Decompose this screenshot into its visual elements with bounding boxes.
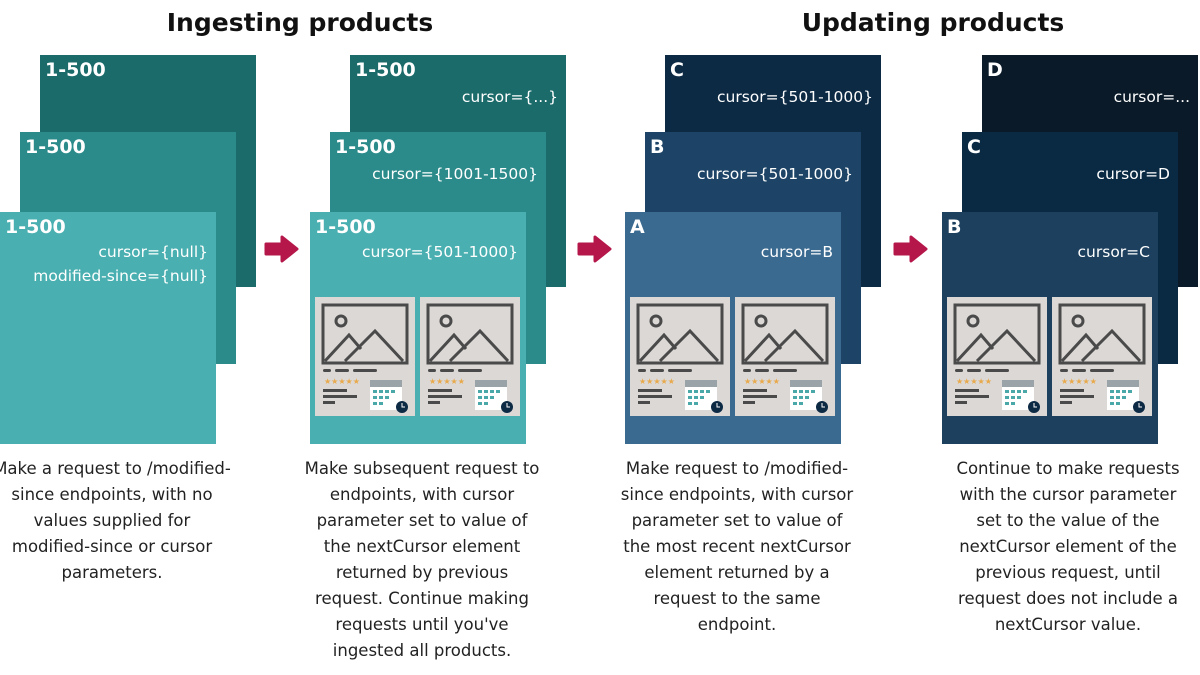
cursor-text: cursor=... bbox=[1113, 88, 1190, 106]
arrow-right-icon bbox=[264, 234, 300, 264]
title-ingesting: Ingesting products bbox=[166, 8, 434, 37]
page-card: 1-500 cursor={null}modified-since={null} bbox=[0, 212, 216, 444]
product-card-icon: ★★★★★ bbox=[735, 297, 835, 416]
svg-text:★★★★★: ★★★★★ bbox=[324, 377, 360, 386]
page-label: D bbox=[987, 59, 1003, 81]
page-label: B bbox=[650, 136, 665, 158]
svg-text:★★★★★: ★★★★★ bbox=[639, 377, 675, 386]
svg-text:★★★★★: ★★★★★ bbox=[956, 377, 992, 386]
page-label: C bbox=[670, 59, 684, 81]
step-caption: Continue to make requests with the curso… bbox=[956, 459, 1180, 634]
svg-text:★★★★★: ★★★★★ bbox=[744, 377, 780, 386]
page-label: 1-500 bbox=[45, 59, 106, 81]
page-card: 1-500 cursor={501-1000} ★★★★★ ★★★★★ bbox=[310, 212, 526, 444]
page-label: 1-500 bbox=[25, 136, 86, 158]
product-card-icon: ★★★★★ bbox=[1052, 297, 1152, 416]
page-label: A bbox=[630, 216, 645, 238]
cursor-text: cursor=C bbox=[1077, 243, 1150, 261]
cursor-text: cursor=D bbox=[1096, 165, 1170, 183]
cursor-text: cursor={null}modified-since={null} bbox=[33, 243, 208, 285]
arrow-right-icon bbox=[893, 234, 929, 264]
product-card-icon: ★★★★★ bbox=[420, 297, 520, 416]
page-label: 1-500 bbox=[5, 216, 66, 238]
arrow-right-icon bbox=[577, 234, 613, 264]
product-card-icon: ★★★★★ bbox=[630, 297, 730, 416]
step-caption: Make subsequent request to endpoints, wi… bbox=[304, 459, 540, 660]
page-label: 1-500 bbox=[355, 59, 416, 81]
title-updating: Updating products bbox=[801, 8, 1065, 37]
cursor-text: cursor={1001-1500} bbox=[372, 165, 538, 183]
page-label: C bbox=[967, 136, 981, 158]
page-label: 1-500 bbox=[335, 136, 396, 158]
step-caption: Make request to /modified-since endpoint… bbox=[620, 459, 854, 634]
product-card-icon: ★★★★★ bbox=[947, 297, 1047, 416]
svg-text:★★★★★: ★★★★★ bbox=[1061, 377, 1097, 386]
page-label: 1-500 bbox=[315, 216, 376, 238]
page-label: B bbox=[947, 216, 962, 238]
cursor-text: cursor={...} bbox=[461, 88, 558, 106]
cursor-text: cursor={501-1000} bbox=[362, 243, 518, 261]
cursor-text: cursor=B bbox=[760, 243, 833, 261]
product-card-icon: ★★★★★ bbox=[315, 297, 415, 416]
svg-text:★★★★★: ★★★★★ bbox=[429, 377, 465, 386]
step-caption: Make a request to /modified-since endpoi… bbox=[0, 459, 231, 582]
cursor-text: cursor={501-1000} bbox=[717, 88, 873, 106]
cursor-text: cursor={501-1000} bbox=[697, 165, 853, 183]
